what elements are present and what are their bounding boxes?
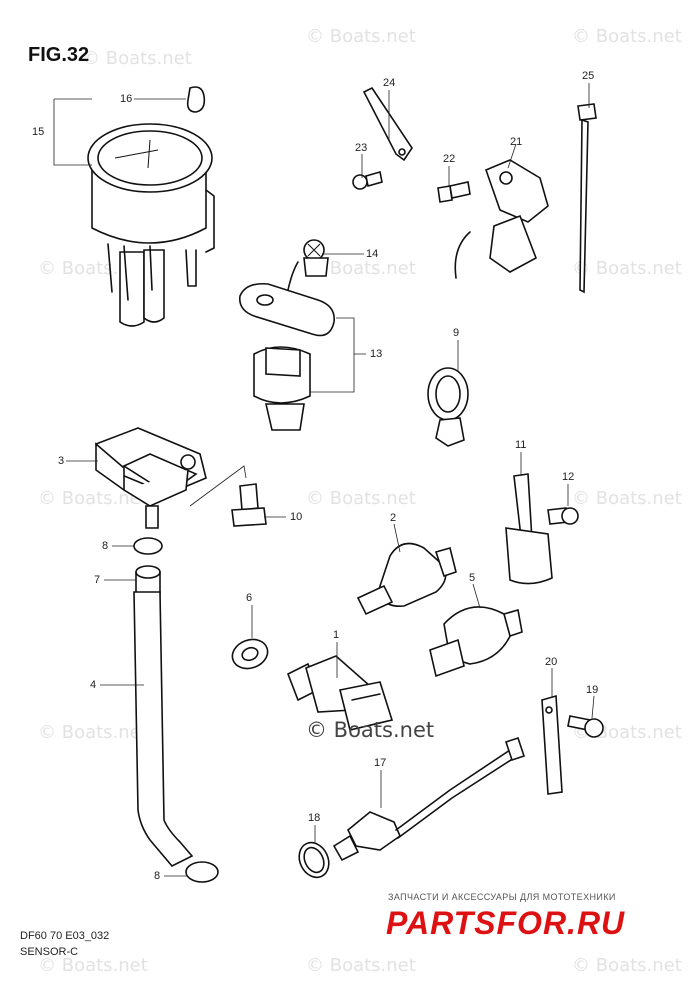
- callout-8: 8: [154, 870, 161, 882]
- callout-8: 8: [102, 540, 109, 552]
- watermark: © Boats.net: [572, 26, 682, 47]
- watermark: © Boats.net: [306, 955, 416, 976]
- hose-part: [133, 565, 194, 867]
- watermark: © Boats.net: [306, 488, 416, 509]
- screw-part-14: [303, 239, 329, 277]
- callout-12: 12: [562, 471, 575, 483]
- callout-17: 17: [374, 757, 387, 769]
- callout-16: 16: [120, 93, 133, 105]
- watermark: © Boats.net: [38, 722, 148, 743]
- callout-5: 5: [469, 572, 476, 584]
- callout-9: 9: [453, 327, 460, 339]
- watermark: © Boats.net: [572, 955, 682, 976]
- callout-22: 22: [443, 153, 456, 165]
- callout-15: 15: [32, 126, 45, 138]
- watermark: © Boats.net: [306, 26, 416, 47]
- callout-19: 19: [586, 684, 599, 696]
- pressure-sensor-part: [95, 427, 207, 529]
- o-ring-part: [298, 841, 330, 879]
- center-watermark: © Boats.net: [306, 718, 435, 742]
- callout-20: 20: [545, 656, 558, 668]
- bracket-hole: [398, 148, 406, 156]
- bracket-strip-part-20: [541, 694, 563, 795]
- sensor-connector-part-1: [286, 655, 394, 731]
- temperature-sensor-part-2: [356, 542, 457, 616]
- callout-11: 11: [515, 439, 527, 451]
- sensor-flange-part: [238, 261, 335, 431]
- cable-tie-part: [577, 103, 597, 294]
- assembly-link-line: [189, 465, 247, 507]
- watermark: © Boats.net: [38, 955, 148, 976]
- washer-part: [231, 638, 269, 670]
- hose-clip-part: [185, 861, 219, 883]
- callout-13: 13: [370, 348, 383, 360]
- watermark: © Boats.net: [572, 488, 682, 509]
- bracket-part-11: [505, 473, 553, 585]
- callout-6: 6: [246, 592, 253, 604]
- clip-part: [186, 86, 206, 113]
- watermark: © Boats.net: [572, 258, 682, 279]
- bracket-strip-part: [362, 86, 413, 162]
- callout-2: 2: [390, 512, 397, 524]
- callout-14: 14: [366, 248, 379, 260]
- callout-21: 21: [510, 136, 523, 148]
- callout-24: 24: [383, 77, 396, 89]
- bolt-part-10: [231, 483, 267, 527]
- watermark: © Boats.net: [38, 488, 148, 509]
- callout-4: 4: [90, 679, 97, 691]
- callout-23: 23: [355, 142, 368, 154]
- hose-clip-part: [133, 537, 163, 555]
- switch-part: [454, 159, 549, 279]
- callout-18: 18: [308, 812, 321, 824]
- callout-1: 1: [333, 629, 340, 641]
- bolt-part-22: [437, 181, 471, 203]
- callout-25: 25: [582, 70, 595, 82]
- watermark: © Boats.net: [306, 258, 416, 279]
- callout-7: 7: [94, 574, 101, 586]
- leader-lines: [53, 83, 595, 877]
- callout-3: 3: [58, 455, 65, 467]
- screw-part-12: [547, 507, 579, 525]
- pressure-switch-part-5: [429, 606, 523, 678]
- footer-code: DF60 70 E03_032: [20, 930, 110, 942]
- gauge-meter-part: [87, 123, 215, 327]
- screw-part-23: [352, 170, 383, 190]
- shop-tagline: ЗАПЧАСТИ И АКСЕССУАРЫ ДЛЯ МОТОТЕХНИКИ: [388, 892, 616, 902]
- figure-title: FIG.32: [28, 44, 90, 66]
- thermo-switch-part-17: [332, 736, 526, 862]
- watermark: © Boats.net: [82, 48, 192, 69]
- footer-section: SENSOR-C: [20, 946, 79, 958]
- shop-logo: PARTSFOR.RU: [386, 905, 626, 941]
- bolt-part-19: [567, 715, 604, 738]
- callout-10: 10: [290, 511, 303, 523]
- clamp-part: [427, 367, 469, 447]
